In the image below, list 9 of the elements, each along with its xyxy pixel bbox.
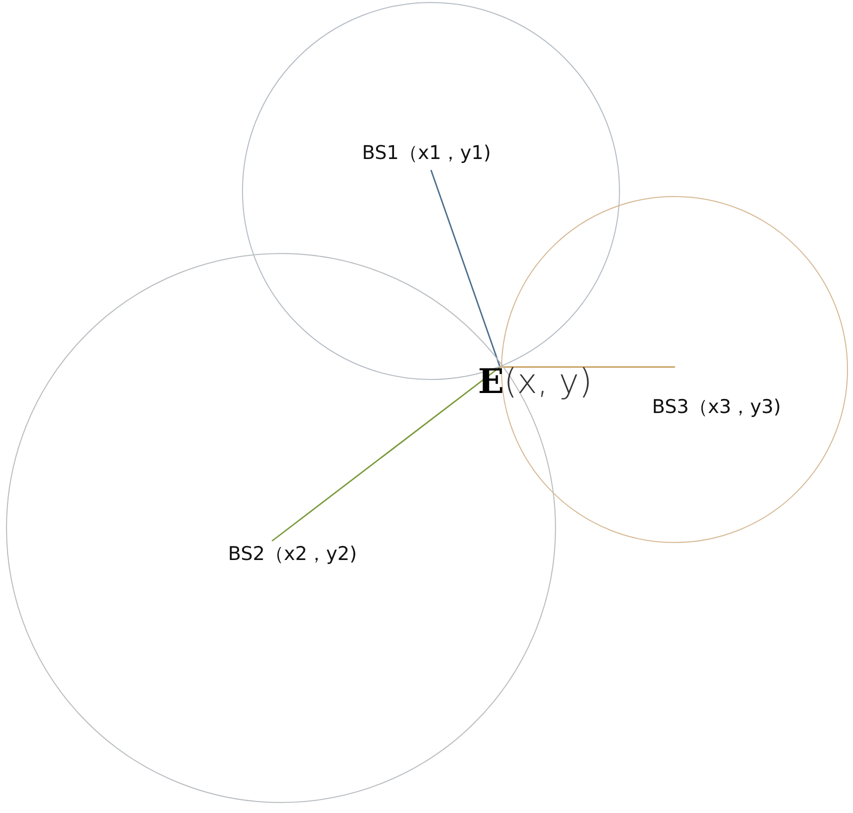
circle-outline <box>6 253 556 803</box>
radius-line <box>272 366 500 542</box>
radius-line <box>500 366 675 368</box>
point-label: E(x, y) <box>478 365 592 399</box>
circle-outline <box>501 196 848 543</box>
radius-line <box>430 170 501 368</box>
station-label: BS3（x3，y3) <box>652 394 781 420</box>
station-label: BS1（x1，y1) <box>362 140 491 166</box>
station-label: BS2（x2，y2) <box>228 541 357 567</box>
